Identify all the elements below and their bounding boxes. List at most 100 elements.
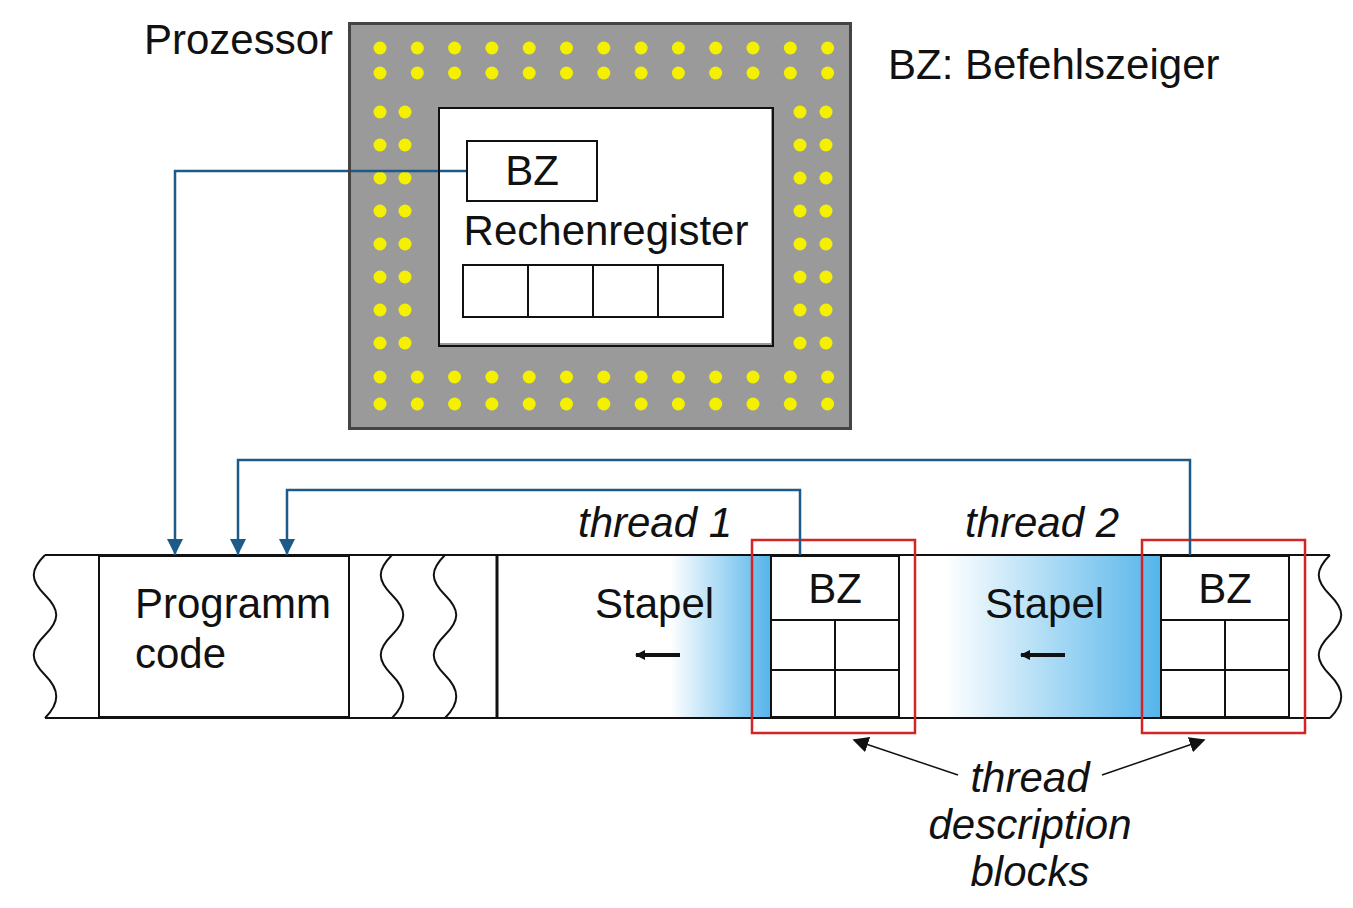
register-divider [592,265,594,317]
pointer-connector [287,490,800,555]
chip-pin [560,67,573,80]
chip-pin [794,337,807,350]
chip-pin [411,371,424,384]
chip-pin [597,67,610,80]
memory-break [381,555,404,718]
legend-note: BZ: Befehlszeiger [888,41,1220,89]
chip-pin [485,371,498,384]
block-ground [770,556,900,717]
chip-pin [747,398,760,411]
node-text: BZ [1162,557,1288,620]
chip-pin [374,337,387,350]
chip-pin [448,67,461,80]
block-grid [834,620,836,718]
chip-pin [374,371,387,384]
chip-pin [784,42,797,55]
chip-pin [560,42,573,55]
node-text: BZ [468,142,596,200]
chip-pin [672,67,685,80]
chip-pin [374,238,387,251]
chip-pin [794,172,807,185]
node-text: Rechenregister [440,207,772,255]
chip-pin [399,238,412,251]
chip-pin [821,42,834,55]
chip-pin [794,304,807,317]
stack-direction-arrow [1021,653,1065,657]
chip-pin [523,398,536,411]
chip-pin [821,67,834,80]
chip-pin [399,304,412,317]
chip-pin [374,398,387,411]
chip-pin [411,398,424,411]
chip-pin [485,42,498,55]
block-grid [1224,620,1226,718]
chip-pin [635,42,648,55]
chip-pin [672,371,685,384]
chip-pin [820,304,833,317]
stack-label: Stapel [595,580,714,628]
pointer-connector [238,460,1190,555]
register-divider [527,265,529,317]
chip-pin [399,139,412,152]
chip-pin [399,172,412,185]
chip-pin [485,67,498,80]
segment-divider [496,555,499,718]
stack-direction-arrow [636,653,680,657]
program-code-box: Programm code [98,555,350,718]
chip-pin [784,67,797,80]
node-text: BZ [772,557,898,620]
chip-pin [374,139,387,152]
chip-pin [597,398,610,411]
chip-pin [485,398,498,411]
chip-pin [784,398,797,411]
chip-pin [820,205,833,218]
chip-pin [399,271,412,284]
memory-break [1319,555,1342,718]
chip-pin [794,238,807,251]
chip-pin [635,398,648,411]
chip-pin [747,42,760,55]
chip-pin [672,42,685,55]
pointer-connector [175,171,466,555]
thread-description-block: BZ [1160,555,1290,718]
memory-break [434,555,457,718]
chip-pin [820,238,833,251]
chip-pin [374,205,387,218]
chip-pin [597,371,610,384]
chip-pin [523,67,536,80]
thread-name: thread 2 [965,499,1119,547]
chip-pin [374,271,387,284]
chip-pin [820,106,833,119]
processor-chip: ProzessorRechenregisterBZ [348,22,852,430]
chip-pin [709,371,722,384]
chip-pin [747,67,760,80]
highlight-frame [752,540,915,733]
stack-label: Stapel [985,580,1104,628]
chip-pin [821,371,834,384]
chip-pin [399,337,412,350]
chip-pin [448,371,461,384]
chip-pin [635,67,648,80]
chip-pin [560,398,573,411]
chip-pin [709,42,722,55]
chip-pin [374,67,387,80]
chip-pin [820,337,833,350]
chip-pin [374,106,387,119]
chip-pin [794,139,807,152]
chip-pin [597,42,610,55]
chip-pin [560,371,573,384]
callout-label: thread description blocks [900,754,1160,895]
chip-pin [448,398,461,411]
chip-pin [523,371,536,384]
chip-pin [784,371,797,384]
chip-body [349,23,851,429]
thread-description-block: BZ [770,555,900,718]
chip-pin [747,371,760,384]
chip-pins [374,42,835,411]
chip-pin [794,205,807,218]
chip-pin [374,172,387,185]
